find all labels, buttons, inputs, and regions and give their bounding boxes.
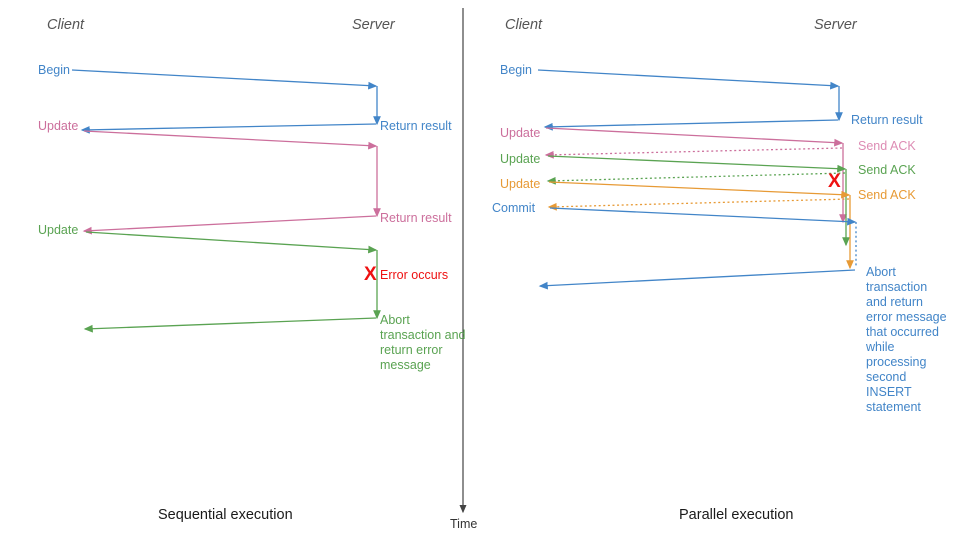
sequential-message-return-result-2: Return result bbox=[380, 211, 452, 225]
arrow-par-begin-request bbox=[537, 69, 840, 90]
arrow-par-update3-request bbox=[548, 181, 851, 199]
sequential-client-actor: Client bbox=[47, 17, 85, 33]
parallel-message-return-result: Return result bbox=[851, 113, 923, 127]
sequential-error-x-icon: X bbox=[364, 264, 377, 285]
arrow-par-ack2 bbox=[546, 172, 846, 185]
parallel-message-update-2: Update bbox=[500, 152, 541, 166]
arrow-par-abort-response bbox=[538, 269, 856, 290]
arrow-seq-update1-response bbox=[82, 215, 377, 235]
arrow-seq-update1-request bbox=[83, 130, 378, 150]
sequential-caption: Sequential execution bbox=[158, 507, 293, 523]
sequential-message-update-2: Update bbox=[38, 223, 79, 237]
parallel-message-update-3: Update bbox=[500, 177, 541, 191]
arrows-sequential bbox=[71, 69, 381, 333]
arrow-par-begin-response bbox=[543, 119, 839, 131]
sequential-message-return-result-1: Return result bbox=[380, 119, 452, 133]
parallel-client-actor: Client bbox=[505, 17, 543, 33]
parallel-server-actor: Server bbox=[814, 17, 857, 33]
arrow-seq-update2-request bbox=[85, 231, 378, 254]
parallel-error-x-icon: X bbox=[828, 171, 841, 192]
arrow-seq-begin-request bbox=[71, 69, 378, 90]
arrows-parallel bbox=[537, 69, 857, 290]
sequential-message-begin: Begin bbox=[38, 63, 70, 77]
parallel-message-send-ack-3: Send ACK bbox=[858, 188, 916, 202]
arrow-par-commit-request bbox=[549, 207, 857, 226]
arrow-seq-begin-response bbox=[80, 123, 377, 134]
sequential-server-actor: Server bbox=[352, 17, 395, 33]
parallel-message-send-ack-1: Send ACK bbox=[858, 139, 916, 153]
parallel-message-begin: Begin bbox=[500, 63, 532, 77]
arrow-par-update1-request bbox=[545, 127, 844, 147]
arrow-par-update2-request bbox=[547, 155, 847, 173]
parallel-caption: Parallel execution bbox=[679, 507, 794, 523]
parallel-message-commit: Commit bbox=[492, 201, 536, 215]
time-axis-label: Time bbox=[450, 517, 478, 531]
parallel-abort-message: Abort transaction and return error messa… bbox=[866, 265, 947, 414]
parallel-message-send-ack-2: Send ACK bbox=[858, 163, 916, 177]
sequential-error-label: Error occurs bbox=[380, 268, 449, 282]
arrow-par-ack1 bbox=[544, 147, 843, 159]
arrow-seq-abort-response bbox=[83, 317, 377, 333]
parallel-message-update-1: Update bbox=[500, 126, 541, 140]
sequential-message-update-1: Update bbox=[38, 119, 79, 133]
sequential-abort-message: Abort transaction and return error messa… bbox=[380, 313, 466, 372]
arrow-par-ack3 bbox=[547, 198, 850, 211]
